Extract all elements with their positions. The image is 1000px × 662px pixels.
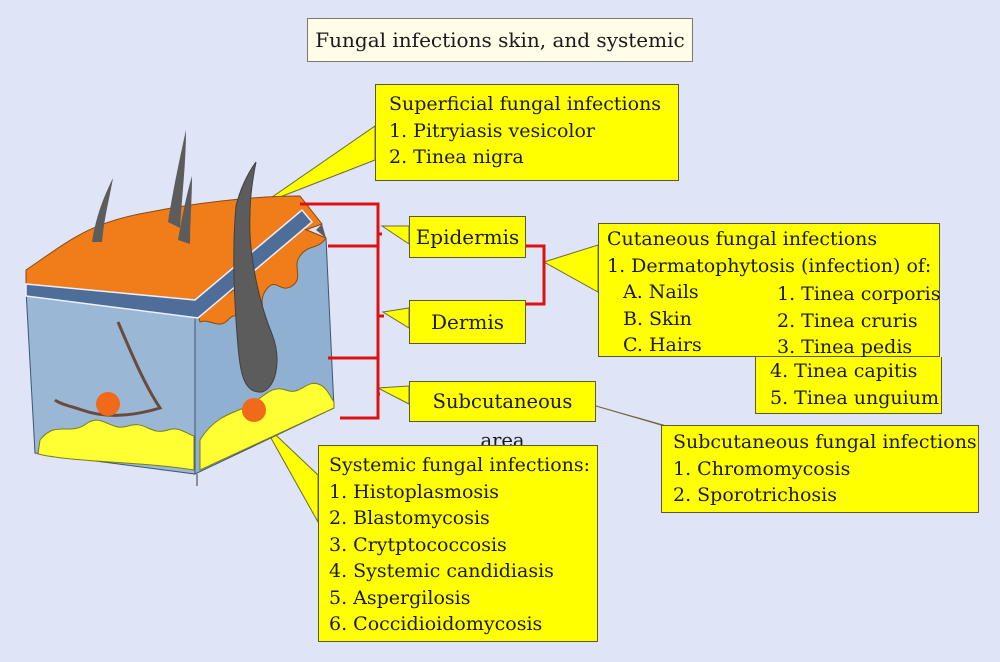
hair-3 xyxy=(178,176,192,244)
cutaneous-site: B. Skin xyxy=(623,307,692,330)
epidermis-right-face xyxy=(194,227,327,325)
dermis-pointer xyxy=(381,307,410,329)
systemic-item: 2. Blastomycosis xyxy=(329,507,490,529)
superficial-pointer xyxy=(261,125,376,205)
subcutaneous-item: 1. Chromomycosis xyxy=(673,457,851,480)
fat-right xyxy=(199,382,335,471)
systemic-item: 3. Crytptococcosis xyxy=(329,533,507,556)
tinea-type: 1. Tinea corporis xyxy=(777,283,941,305)
stratum-line xyxy=(25,208,314,319)
fungal-focus-right xyxy=(242,398,266,422)
subcutaneous-infections-callout: Subcutaneous fungal infections 1. Chromo… xyxy=(661,425,979,513)
cutaneous-infections-callout: Cutaneous fungal infections 1. Dermatoph… xyxy=(598,223,940,358)
tinea-types-continued: 4. Tinea capitis 5. Tinea unguium xyxy=(755,357,942,414)
fungal-focus-left xyxy=(96,392,120,416)
cutaneous-pointer xyxy=(542,244,599,293)
layer-brackets xyxy=(300,202,384,420)
subcutaneous-heading: Subcutaneous fungal infections xyxy=(673,431,977,453)
subcutaneous-item: 2. Sporotrichosis xyxy=(673,484,837,506)
hair-stub xyxy=(316,224,326,238)
cutaneous-heading: Cutaneous fungal infections xyxy=(607,228,878,250)
tinea-type: 4. Tinea capitis xyxy=(770,360,918,382)
hair-2 xyxy=(168,130,186,228)
dermis-label: Dermis xyxy=(409,300,526,344)
hair-4 xyxy=(233,161,278,393)
systemic-item: 1. Histoplasmosis xyxy=(329,480,499,503)
superficial-infections-callout: Superficial fungal infections 1. Pitryia… xyxy=(375,84,679,181)
systemic-item: 6. Coccidioidomycosis xyxy=(329,613,543,635)
superficial-heading: Superficial fungal infections xyxy=(389,93,662,115)
subcutaneous-area-label: Subcutaneous area xyxy=(409,381,596,452)
systemic-heading: Systemic fungal infections: xyxy=(329,454,591,476)
superficial-item: 2. Tinea nigra xyxy=(389,146,524,168)
tinea-type: 5. Tinea unguium xyxy=(770,386,939,409)
systemic-item: 5. Aspergilosis xyxy=(329,586,471,609)
systemic-infections-callout: Systemic fungal infections: 1. Histoplas… xyxy=(318,445,598,642)
subcutaneous-pointer xyxy=(595,405,671,428)
systemic-item: 4. Systemic candidiasis xyxy=(329,560,554,582)
superficial-item: 1. Pitryiasis vesicolor xyxy=(389,119,595,142)
epidermis-pointer xyxy=(380,225,410,245)
subcutaneous-area-pointer xyxy=(376,385,410,405)
diagram-title: Fungal infections skin, and systemic xyxy=(307,18,693,62)
cutaneous-site: A. Nails xyxy=(623,281,699,303)
gland-duct xyxy=(54,321,163,417)
cutaneous-subheading: 1. Dermatophytosis (infection) of: xyxy=(607,254,932,277)
cutaneous-site: C. Hairs xyxy=(623,334,702,356)
epidermis-label: Epidermis xyxy=(409,216,526,258)
epidermis-dermis-bracket xyxy=(526,244,546,306)
fat-left xyxy=(37,419,195,471)
hair-1 xyxy=(92,178,113,242)
tinea-types-list: 1. Tinea corporis 2. Tinea cruris 3. Tin… xyxy=(777,281,940,361)
tinea-type: 2. Tinea cruris xyxy=(777,309,918,332)
tinea-type: 3. Tinea pedis xyxy=(777,336,913,358)
